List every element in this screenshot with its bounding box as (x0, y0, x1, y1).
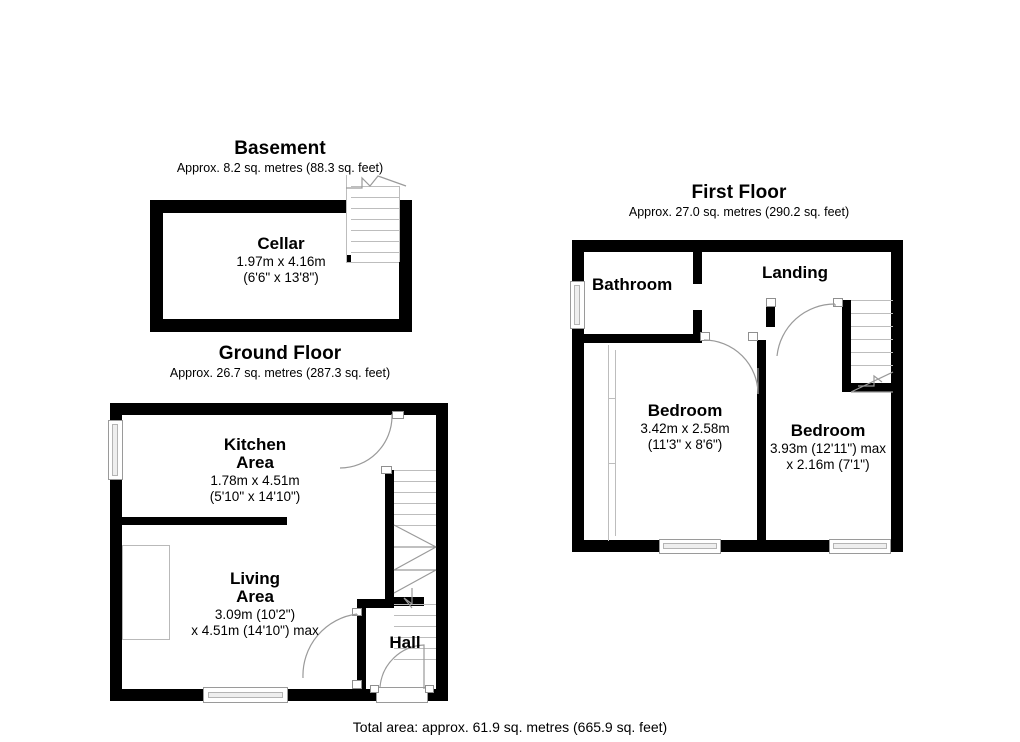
first-stair-winders (850, 371, 894, 393)
basement-wall-bottom (150, 319, 412, 332)
bedroom2-door-jamb-left (766, 298, 776, 307)
room-label-landing: Landing (755, 264, 835, 282)
living-fitted-unit (122, 545, 170, 640)
room-dims-cellar-metric: 1.97m x 4.16m (236, 253, 326, 269)
bedroom1-window-glass (663, 543, 717, 549)
first-floor-subtitle: Approx. 27.0 sq. metres (290.2 sq. feet) (628, 205, 850, 219)
room-name-bathroom: Bathroom (592, 275, 673, 294)
room-dims-bedroom-1-imperial: (11'3" x 8'6") (647, 437, 723, 453)
basement-stair-arrow-icon (346, 175, 407, 189)
room-name-kitchen: Kitchen (223, 435, 287, 454)
basement-stair-opening (346, 200, 399, 262)
room-label-bedroom-2: Bedroom 3.93m (12'11") max x 2.16m (7'1"… (763, 422, 893, 473)
bathroom-wall-right-lower (693, 310, 702, 342)
room-label-bedroom-1: Bedroom 3.42m x 2.58m (11'3" x 8'6") (605, 402, 765, 453)
room-name-bedroom-1: Bedroom (647, 401, 723, 420)
basement-stair-jamb (346, 255, 351, 263)
room-dims-kitchen-imperial: (5'10" x 14'10") (209, 489, 301, 505)
basement-title: Basement (234, 138, 326, 159)
bathroom-door-jamb-right (748, 332, 758, 341)
bathroom-wall-right-upper (693, 252, 702, 284)
living-door-swing (302, 613, 358, 679)
living-door-jamb-bottom (352, 680, 362, 689)
room-dims-living-imperial: x 4.51m (14'10") max (191, 623, 319, 639)
room-dims-bedroom-2-metric: 3.93m (12'11") max (770, 440, 886, 456)
room-name-kitchen-line2: Area (236, 452, 274, 472)
hall-wall-horizontal (357, 599, 394, 608)
bedroom2-door-swing (776, 303, 836, 357)
bathroom-wall-bottom (584, 334, 702, 343)
kitchen-door-jamb-bottom (381, 466, 392, 474)
kitchen-door-swing (339, 414, 393, 469)
bedroom-divider-wall (757, 340, 766, 545)
ground-stair-winders (393, 524, 437, 594)
room-dims-living-metric: 3.09m (10'2") (214, 606, 296, 622)
first-wall-bottom (572, 540, 903, 552)
room-label-cellar: Cellar 1.97m x 4.16m (6'6" x 13'8") (186, 235, 376, 286)
front-door-jamb-right (425, 685, 434, 693)
ground-window-side-glass (112, 424, 118, 476)
first-floor-title: First Floor (691, 182, 787, 203)
room-name-living: Living (229, 569, 281, 588)
bedroom2-door-jamb-right (833, 298, 843, 307)
room-dims-bedroom-1-metric: 3.42m x 2.58m (640, 420, 730, 436)
total-area-text: Total area: approx. 61.9 sq. metres (665… (352, 719, 668, 735)
front-door-swing (379, 644, 425, 689)
ground-window-front-glass (208, 692, 283, 698)
landing-bedroom2-wall (766, 300, 775, 327)
front-door-threshold (376, 687, 428, 703)
ground-floor-subtitle: Approx. 26.7 sq. metres (287.3 sq. feet) (169, 366, 391, 380)
front-door-jamb-left (370, 685, 379, 693)
room-name-living-line2: Area (236, 586, 274, 606)
basement-subtitle: Approx. 8.2 sq. metres (88.3 sq. feet) (176, 161, 384, 175)
basement-wall-left (150, 200, 163, 332)
room-dims-cellar-imperial: (6'6" x 13'8") (243, 270, 319, 286)
first-wall-top (572, 240, 903, 252)
bedroom2-window-glass (833, 543, 887, 549)
kitchen-living-divider-wall (122, 517, 287, 525)
room-label-hall: Hall (370, 634, 440, 652)
basement-wall-right (399, 200, 412, 332)
bedroom2-top-wall (842, 383, 894, 392)
room-name-hall: Hall (389, 633, 421, 652)
first-wall-right (891, 240, 903, 552)
room-dims-bedroom-2-imperial: x 2.16m (7'1") (786, 457, 870, 473)
room-label-living: Living Area 3.09m (10'2") x 4.51m (14'10… (150, 570, 360, 639)
bedroom1-top-wall-stub (584, 334, 636, 343)
hall-wall-living-side (357, 599, 366, 689)
ground-floor-title: Ground Floor (218, 343, 342, 364)
bathroom-window-glass (574, 285, 580, 325)
ground-stair-arrow-icon (403, 588, 413, 609)
first-stair-arrow-icon (858, 374, 883, 387)
room-label-bathroom: Bathroom (592, 276, 712, 294)
landing-stair-wall (842, 300, 851, 392)
hall-wall-vertical-upper (385, 470, 394, 530)
ground-wall-top (110, 403, 448, 415)
hall-wall-vertical-lower (385, 530, 394, 608)
room-dims-kitchen-metric: 1.78m x 4.51m (210, 472, 300, 488)
room-label-kitchen: Kitchen Area 1.78m x 4.51m (5'10" x 14'1… (160, 436, 350, 505)
room-name-landing: Landing (761, 263, 829, 282)
ground-wall-right (436, 403, 448, 701)
bathroom-door-swing (703, 339, 759, 395)
room-name-cellar: Cellar (257, 234, 305, 253)
room-name-bedroom-2: Bedroom (790, 421, 866, 440)
